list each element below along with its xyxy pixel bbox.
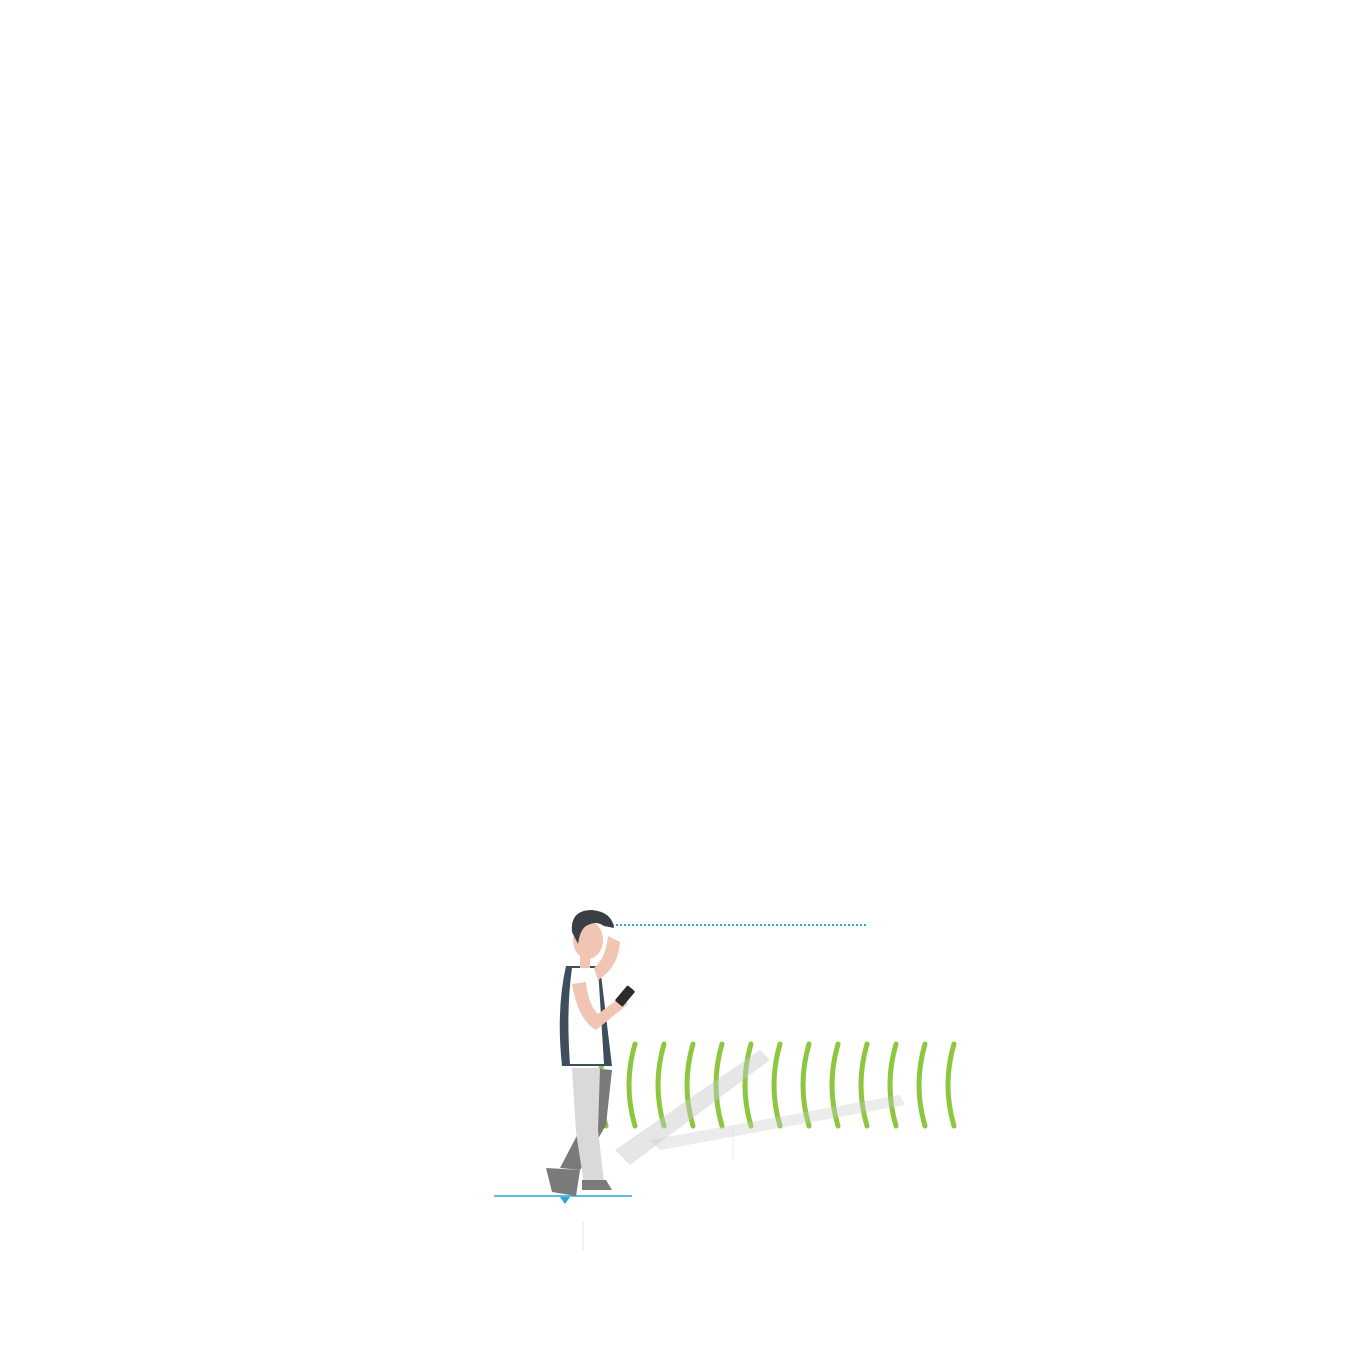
signal-wave-arc — [829, 1041, 841, 1129]
front-leg — [572, 1068, 604, 1184]
neck — [580, 956, 590, 968]
signal-wave-arc — [684, 1041, 696, 1129]
hair — [571, 910, 614, 944]
signal-wave-arc — [655, 1041, 667, 1129]
back-shoe — [546, 1168, 580, 1196]
motion-shadow — [615, 1050, 905, 1165]
signal-wave-arc — [742, 1041, 754, 1129]
signal-wave-arc — [858, 1041, 870, 1129]
person-walking — [546, 910, 635, 1196]
signal-wave-arc — [626, 1041, 638, 1129]
phone-icon — [615, 985, 635, 1007]
signal-wave-icon — [597, 1041, 957, 1129]
arm — [572, 982, 628, 1030]
signal-wave-arc — [713, 1041, 725, 1129]
front-shoe — [582, 1180, 612, 1190]
ground-marker-icon — [560, 1197, 570, 1204]
raised-arm — [594, 936, 620, 980]
signal-wave-arc — [800, 1041, 812, 1129]
signal-wave-arc — [887, 1041, 899, 1129]
signal-wave-arc — [771, 1041, 783, 1129]
signal-wave-arc — [916, 1041, 928, 1129]
signal-wave-arc — [945, 1041, 957, 1129]
